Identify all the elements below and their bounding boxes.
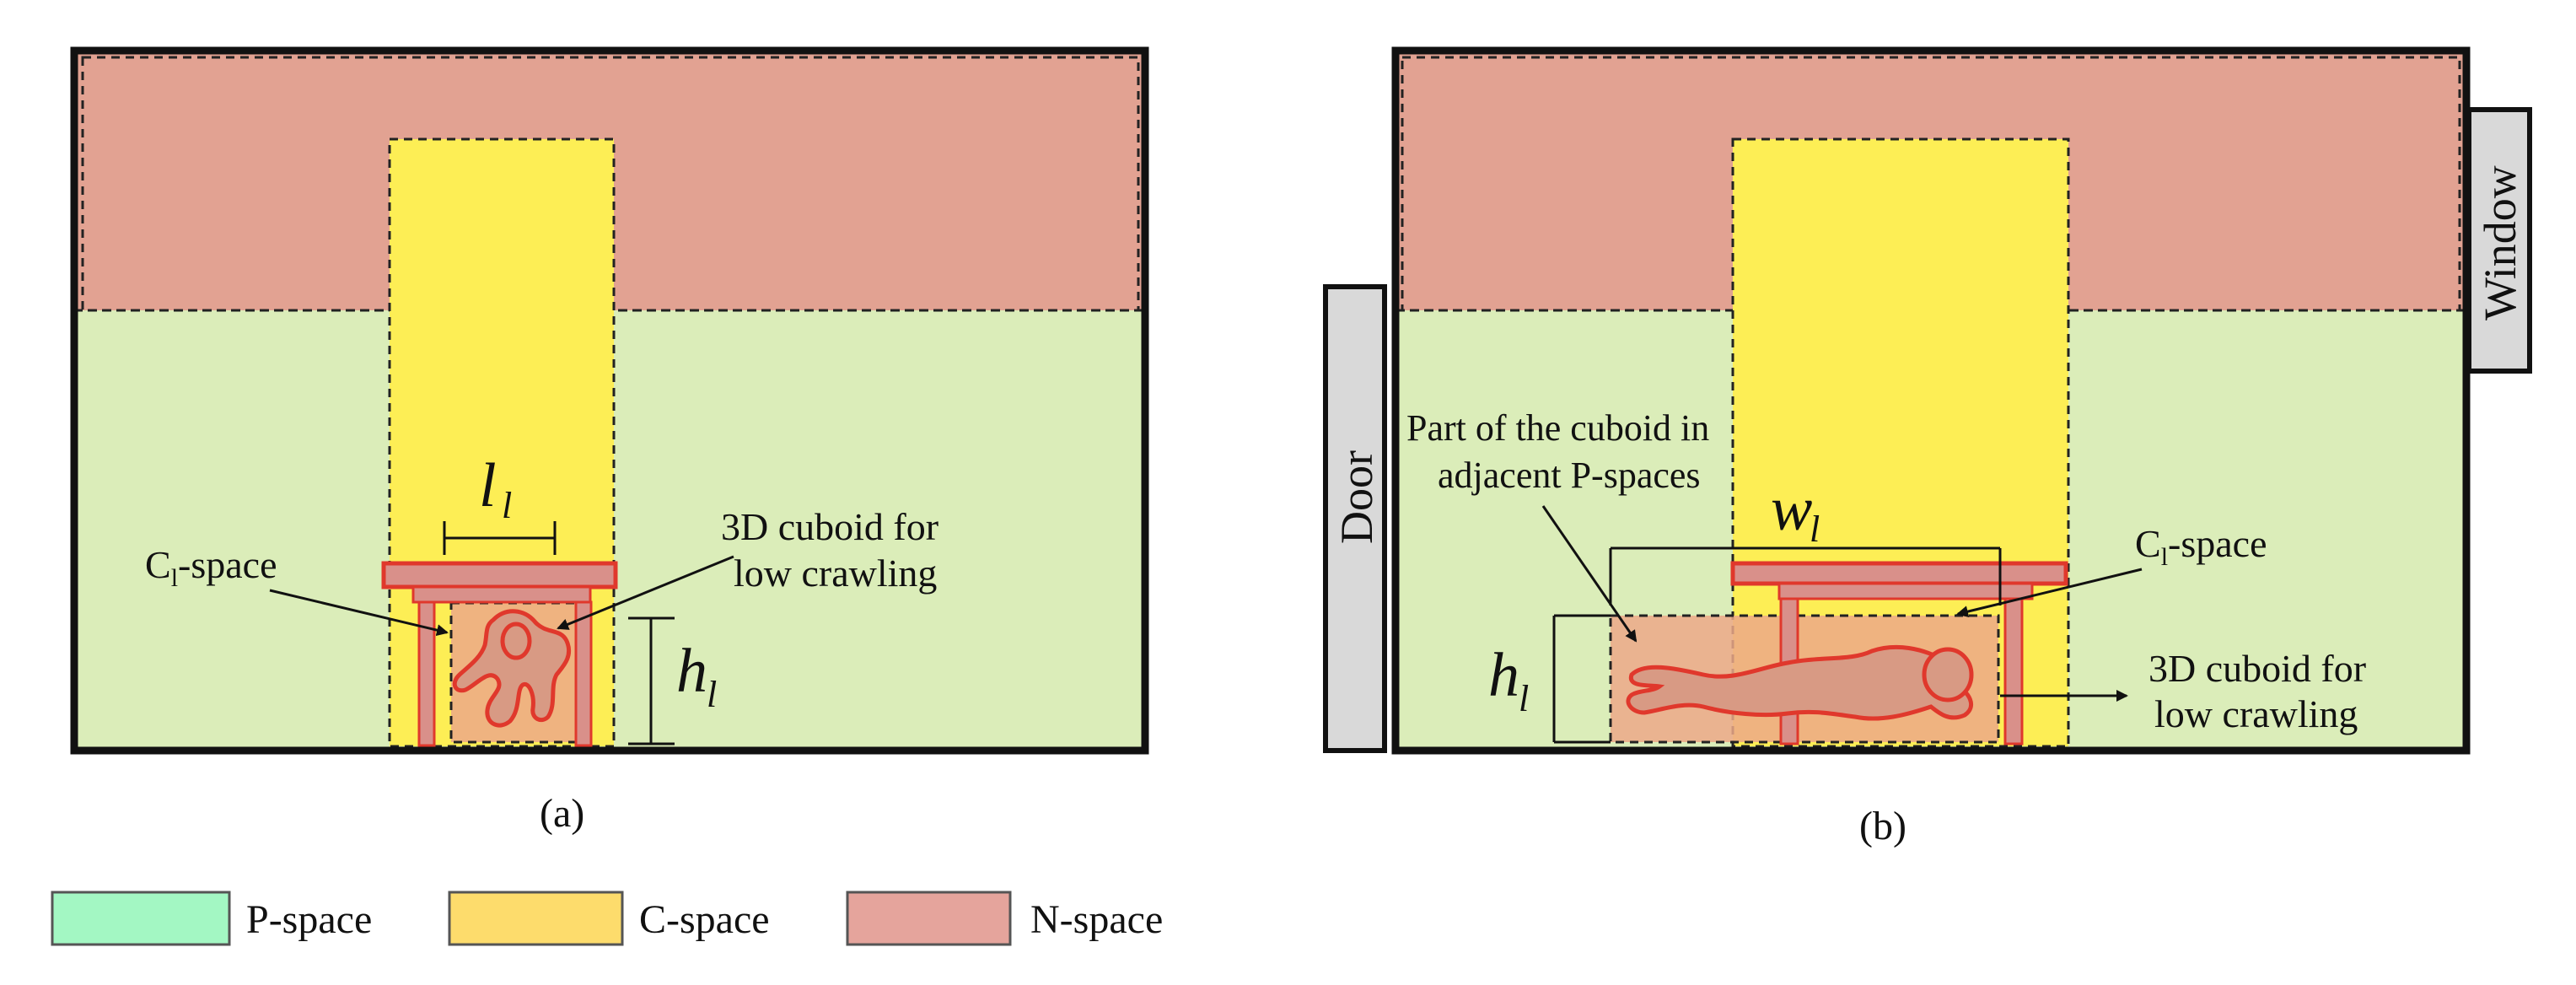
panel-a-cl-space-arrow bbox=[269, 589, 449, 637]
panel-b-person-icon bbox=[1626, 644, 1974, 721]
panel-b-adjacent-arrow bbox=[1541, 505, 1638, 643]
panel-b-bed-skirt bbox=[1777, 582, 2034, 600]
panel-b: Door Window w l h l Part of the cuboid i… bbox=[1323, 46, 2532, 848]
panel-a-person-icon bbox=[452, 609, 572, 728]
panel-b-frame bbox=[1391, 46, 2471, 755]
p-space-swatch bbox=[51, 891, 231, 946]
panel-b-door-label: Door bbox=[1331, 450, 1382, 544]
panel-a-frame bbox=[70, 46, 1149, 755]
legend-n-space-label: N-space bbox=[1030, 897, 1163, 942]
panel-a-table-skirt bbox=[411, 585, 592, 604]
panel-b-window-label: Window bbox=[2475, 165, 2525, 320]
panel-b-person-head bbox=[1922, 647, 1974, 702]
panel-b-caption: (b) bbox=[1859, 804, 1906, 848]
panel-b-cuboid-outline bbox=[1609, 614, 2000, 744]
panel-b-height-symbol: h bbox=[1488, 641, 1519, 710]
legend-p-space-label: P-space bbox=[246, 897, 372, 942]
n-space-swatch bbox=[846, 891, 1012, 946]
panel-b-width-symbol: w bbox=[1771, 475, 1812, 544]
panel-a-length-sub: l bbox=[502, 485, 512, 526]
panel-a-cuboid-label-line1: 3D cuboid for bbox=[721, 505, 938, 548]
panel-a-table-top bbox=[381, 561, 618, 589]
c-space-swatch bbox=[448, 891, 624, 946]
panel-a-length-symbol: l bbox=[479, 451, 497, 520]
panel-b-window bbox=[2466, 107, 2532, 374]
panel-b-adjacent-label-line2: adjacent P-spaces bbox=[1438, 455, 1701, 496]
panel-a-cuboid-label-line2: low crawling bbox=[734, 552, 937, 595]
panel-b-adjacent-label-line1: Part of the cuboid in bbox=[1406, 407, 1709, 449]
panel-a-person-head bbox=[500, 622, 532, 660]
panel-b-width-sub: l bbox=[1810, 509, 1820, 550]
panel-a-table-leg-left bbox=[417, 600, 436, 747]
panel-b-bed-leg-right bbox=[2003, 597, 2024, 745]
panel-a-caption: (a) bbox=[540, 791, 584, 836]
panel-b-cuboid-label-line1: 3D cuboid for bbox=[2148, 647, 2366, 690]
panel-b-cl-space-arrow bbox=[1956, 568, 2143, 617]
panel-b-cl-space-label: Cl-space bbox=[2135, 522, 2267, 571]
panel-b-door bbox=[1323, 284, 1387, 753]
panel-a-height-sub: l bbox=[707, 674, 717, 715]
panel-a-height-symbol: h bbox=[676, 637, 707, 706]
panel-a: l l h l Cl-space 3D cuboid for low crawl… bbox=[70, 46, 1149, 836]
panel-b-cuboid-label-line2: low crawling bbox=[2154, 692, 2358, 735]
panel-b-bed-top bbox=[1730, 561, 2068, 586]
legend-c-space-label: C-space bbox=[639, 897, 770, 942]
panel-a-table-leg-right bbox=[574, 600, 593, 747]
panel-a-cuboid-arrow bbox=[557, 555, 734, 630]
legend: P-space C-space N-space bbox=[51, 891, 1163, 946]
panel-a-cl-space-label: Cl-space bbox=[145, 543, 277, 592]
panel-b-height-sub: l bbox=[1519, 678, 1529, 719]
